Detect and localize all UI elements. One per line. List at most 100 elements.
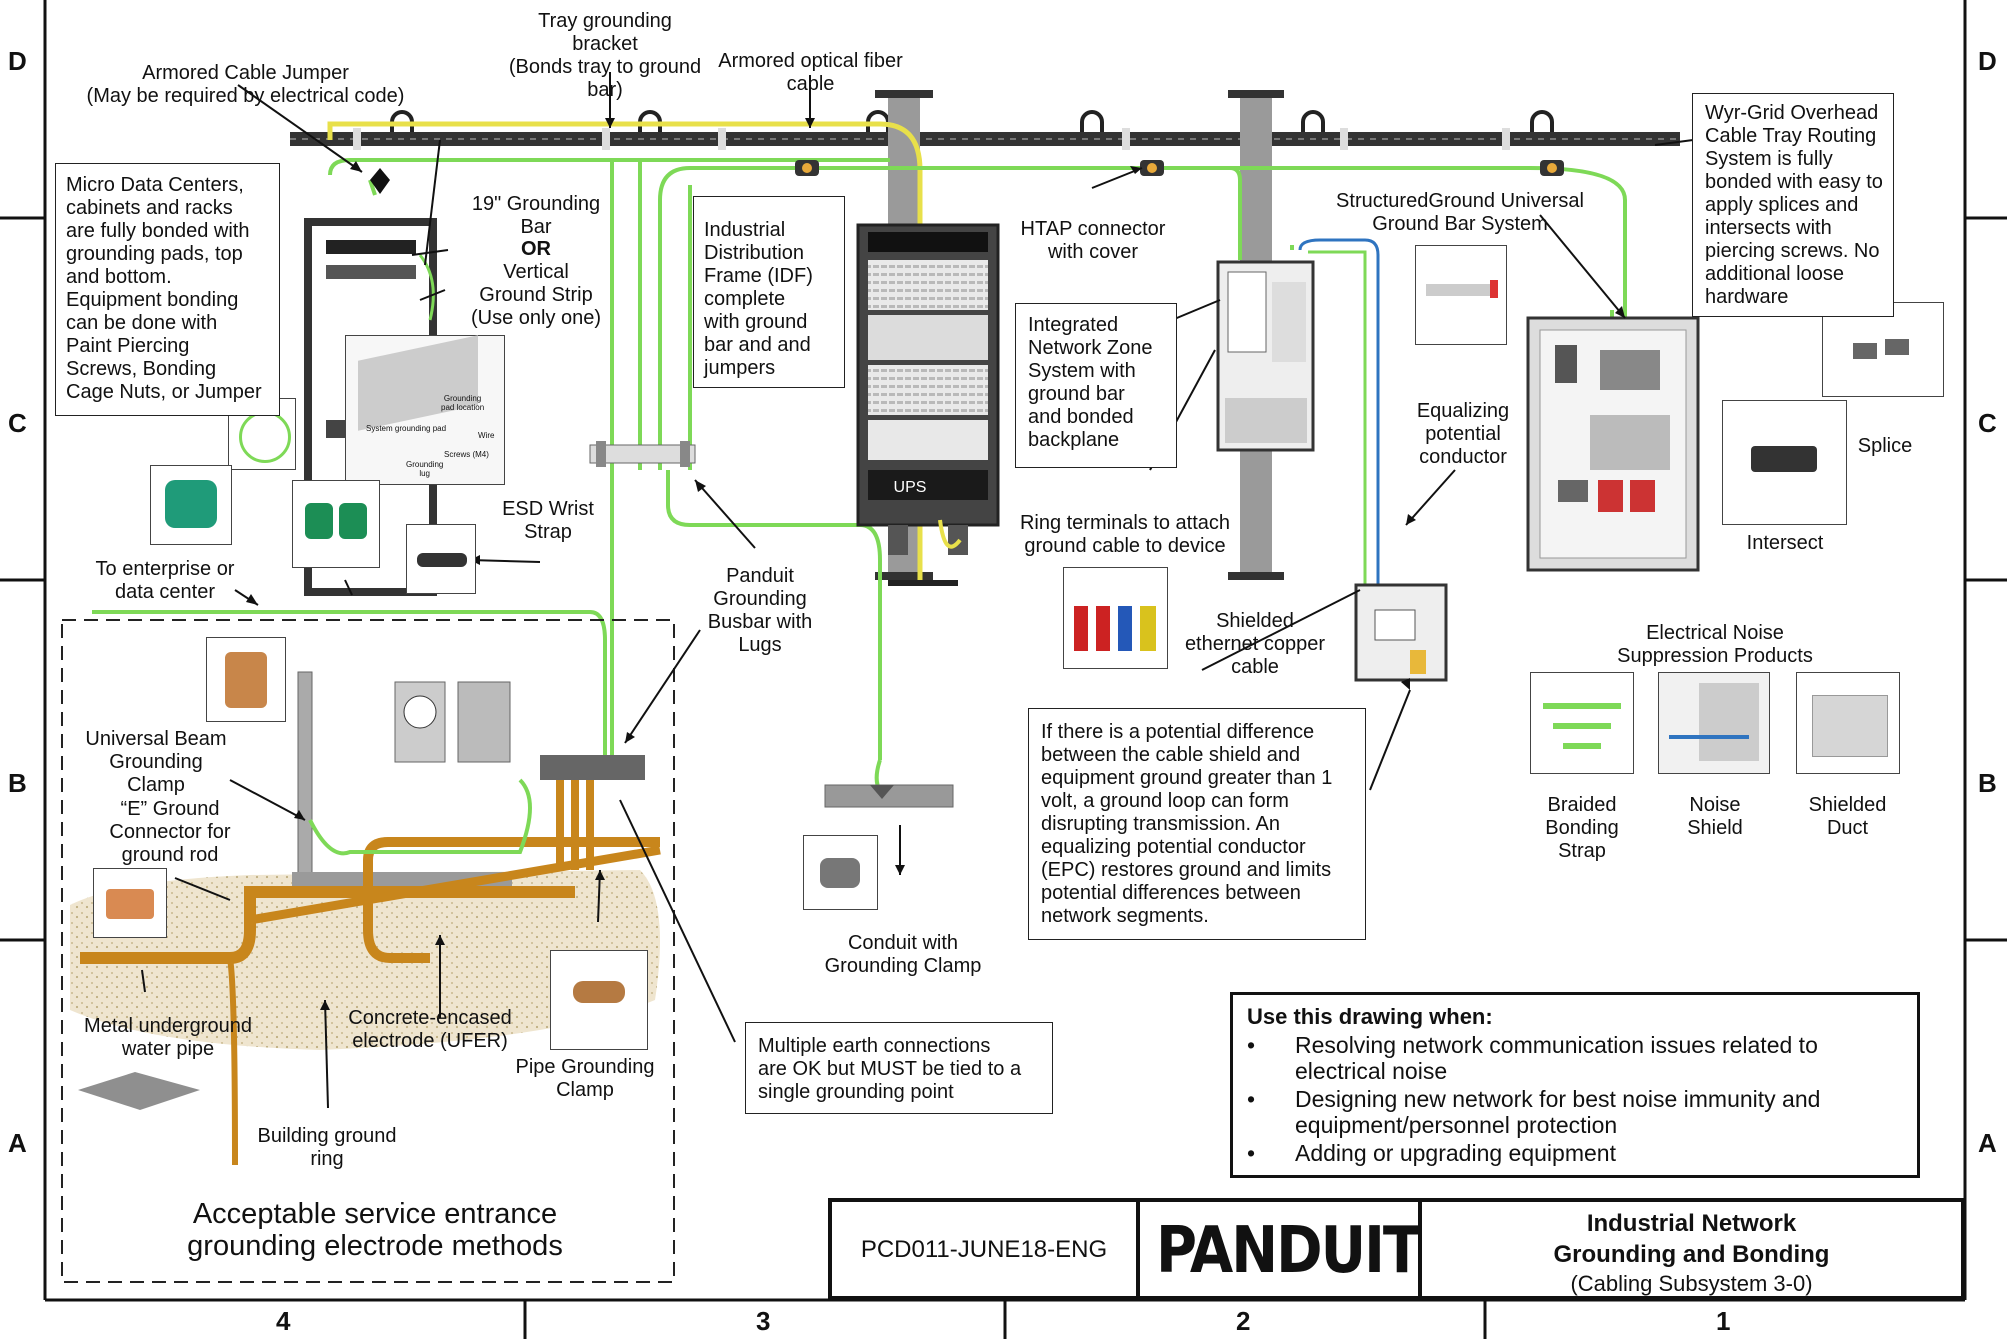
e-ground-connector-photo [93, 868, 167, 938]
splice-photo [1822, 302, 1944, 397]
potential-difference-text: If there is a potential difference betwe… [1041, 721, 1333, 927]
potential-difference-callout: If there is a potential difference betwe… [1028, 708, 1366, 940]
micro-data-centers-callout: Micro Data Centers, cabinets and racks a… [55, 163, 280, 416]
title-line-2: Grounding and Bonding [1553, 1241, 1830, 1268]
zone-row-a-left: A [8, 1128, 27, 1158]
braided-strap-label: Braided Bonding Strap [1545, 794, 1619, 862]
use-when-item-text: Designing new network for best noise imm… [1295, 1086, 1821, 1138]
pipe-clamp-label: Pipe Grounding Clamp [515, 1056, 655, 1101]
idf-cabinet [856, 223, 1000, 586]
beam-clamp-photo [206, 637, 286, 722]
enterprise-label: To enterprise or data center [95, 558, 235, 603]
splice-label: Splice [1857, 435, 1913, 457]
grounding-pad-photo: Grounding pad location Wire System groun… [345, 335, 505, 485]
shielded-duct-label: Shielded Duct [1808, 794, 1887, 839]
ups-label: UPS [893, 479, 927, 496]
pipe-clamp-photo [550, 950, 648, 1050]
use-when-item-text: Resolving network communication issues r… [1295, 1032, 1818, 1084]
zone-row-b-right: B [1978, 768, 1997, 798]
zone-col-3: 3 [756, 1306, 771, 1336]
shielded-duct-photo [1796, 672, 1900, 774]
zone-row-d-left: D [8, 46, 27, 76]
photo-label-screws: Screws (M4) [444, 450, 489, 459]
title-line-1: Industrial Network [1586, 1210, 1797, 1237]
zone-row-d-right: D [1978, 46, 1997, 76]
micro-dc-text: Micro Data Centers, cabinets and racks a… [66, 174, 262, 403]
vertical-ground-strip-label: Vertical Ground Strip (Use only one) [470, 261, 602, 329]
use-when-heading: Use this drawing when: [1247, 1004, 1493, 1029]
braided-bonding-strap-photo [1530, 672, 1634, 774]
idf-text: Industrial Distribution Frame (IDF) comp… [704, 219, 813, 379]
integrated-zone-text: Integrated Network Zone System with grou… [1028, 314, 1153, 451]
conduit-clamp-photo [803, 835, 878, 910]
structured-ground-label: StructuredGround Universal Ground Bar Sy… [1336, 190, 1584, 235]
intersect-photo [1722, 400, 1847, 525]
ground-bar-system-photo [1415, 245, 1507, 345]
ground-bar-label: 19" Grounding Bar [471, 193, 601, 238]
use-when-box: Use this drawing when: • Resolving netwo… [1230, 992, 1920, 1178]
switch-enclosure [1354, 583, 1448, 682]
photo-label-grounding-pad: Grounding pad location [441, 394, 485, 412]
wyr-grid-text: Wyr-Grid Overhead Cable Tray Routing Sys… [1705, 102, 1883, 308]
armored-fiber-label: Armored optical fiber cable [718, 50, 903, 95]
grounding-busbar [589, 441, 696, 467]
ground-conductors [92, 158, 1627, 802]
zone-row-c-right: C [1978, 408, 1997, 438]
epc-label: Equalizing potential conductor [1416, 400, 1510, 468]
doc-number-cell: PCD011-JUNE18-ENG [828, 1198, 1140, 1300]
e-ground-label: “E” Ground Connector for ground rod [109, 798, 231, 866]
idf-callout: Industrial Distribution Frame (IDF) comp… [693, 196, 845, 388]
photo-label-system-pad: System grounding pad [366, 424, 447, 433]
zone-col-4: 4 [276, 1306, 291, 1336]
callout-arrows [141, 72, 1694, 1109]
ground-ring-label: Building ground ring [257, 1125, 397, 1170]
intersect-label: Intersect [1746, 532, 1824, 554]
tray-bracket-label: Tray grounding bracket (Bonds tray to gr… [508, 10, 702, 101]
overhead-cable-tray [290, 110, 1680, 150]
subtitle: (Cabling Subsystem 3-0) [1570, 1271, 1813, 1296]
control-cabinet [1526, 316, 1700, 572]
doc-number: PCD011-JUNE18-ENG [860, 1236, 1108, 1263]
beam-clamp-label: Universal Beam Grounding Clamp [85, 728, 227, 796]
paint-piercing-screw-photo [292, 480, 380, 568]
esd-label: ESD Wrist Strap [502, 498, 594, 543]
service-entrance-label: Acceptable service entrance grounding el… [187, 1198, 563, 1262]
water-pipe-label: Metal underground water pipe [84, 1015, 252, 1060]
noise-shield-photo [1658, 672, 1770, 774]
service-entrance-area [61, 619, 675, 1283]
conduit [824, 784, 954, 808]
esd-wrist-strap-photo [406, 524, 476, 594]
noise-products-label: Electrical Noise Suppression Products [1617, 622, 1813, 667]
use-when-item: • Designing new network for best noise i… [1247, 1086, 1897, 1138]
ground-bar-or: OR [521, 238, 551, 260]
shielded-cable-label: Shielded ethernet copper cable [1184, 610, 1326, 678]
integrated-zone-callout: Integrated Network Zone System with grou… [1015, 303, 1177, 468]
noise-shield-label: Noise Shield [1687, 794, 1743, 839]
wyr-grid-callout: Wyr-Grid Overhead Cable Tray Routing Sys… [1692, 93, 1894, 317]
use-when-item-text: Adding or upgrading equipment [1295, 1140, 1616, 1166]
zone-col-2: 2 [1236, 1306, 1251, 1336]
photo-label-lug: Grounding lug [406, 460, 444, 478]
multiple-earth-text: Multiple earth connections are OK but MU… [758, 1035, 1022, 1103]
armored-jumper-label: Armored Cable Jumper (May be required by… [86, 62, 405, 107]
ring-terminals-photo [1063, 567, 1168, 669]
zone-row-b-left: B [8, 768, 27, 798]
logo-cell: PANDUIT [1136, 1198, 1422, 1300]
ring-terminals-label: Ring terminals to attach ground cable to… [1019, 512, 1231, 557]
title-cell: Industrial Network Grounding and Bonding… [1418, 1198, 1965, 1300]
use-when-item: • Adding or upgrading equipment [1247, 1140, 1897, 1166]
ufer-label: Concrete-encased electrode (UFER) [348, 1007, 512, 1052]
bonding-cage-nut-photo [150, 465, 232, 545]
zone-row-a-right: A [1978, 1128, 1997, 1158]
zone-enclosure [1216, 260, 1315, 452]
panduit-logo: PANDUIT [1156, 1213, 1421, 1288]
busbar-label: Panduit Grounding Busbar with Lugs [707, 565, 813, 656]
arrowheads [246, 118, 1625, 1010]
htap-connectors [795, 160, 1564, 176]
use-when-item: • Resolving network communication issues… [1247, 1032, 1897, 1084]
photo-label-wire: Wire [478, 431, 495, 440]
zone-col-1: 1 [1716, 1306, 1731, 1336]
conduit-label: Conduit with Grounding Clamp [824, 932, 982, 977]
